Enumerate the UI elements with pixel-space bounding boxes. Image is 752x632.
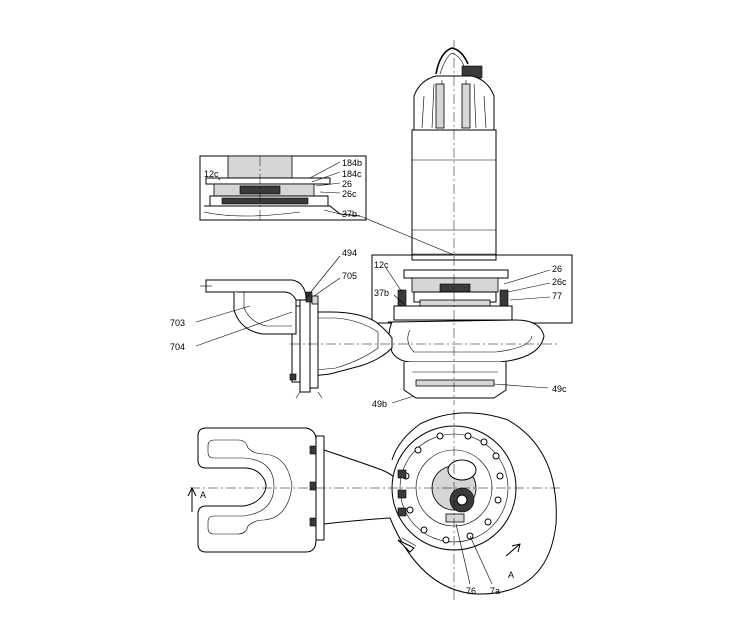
label-section-a-left: A (200, 490, 206, 500)
discharge-pipe (289, 291, 393, 399)
callout-labels: 184b 184c 26 26c 12c 37b 494 705 703 704… (170, 158, 567, 596)
guide-bracket (200, 279, 307, 335)
label-26c: 26c (552, 277, 567, 287)
label-705: 705 (342, 271, 357, 281)
label-37b-inset: 37b (342, 209, 357, 219)
pump-seal-section (371, 254, 573, 324)
label-12c: 12c (374, 260, 389, 270)
label-7a: 7a (490, 586, 500, 596)
label-77: 77 (552, 291, 562, 301)
label-49b: 49b (372, 399, 387, 409)
label-37b: 37b (374, 288, 389, 298)
label-76: 76 (466, 586, 476, 596)
label-704: 704 (170, 342, 185, 352)
label-26: 26 (552, 264, 562, 274)
plan-view (187, 410, 560, 600)
detail-inset (199, 155, 367, 221)
label-12c-inset: 12c (204, 169, 219, 179)
label-26-inset: 26 (342, 179, 352, 189)
pump-volute (388, 319, 545, 399)
label-494: 494 (342, 248, 357, 258)
leader-lines (195, 215, 551, 585)
label-section-a-right: A (508, 570, 514, 580)
label-49c: 49c (552, 384, 567, 394)
label-184c: 184c (342, 169, 362, 179)
label-703: 703 (170, 318, 185, 328)
label-26c-inset: 26c (342, 189, 357, 199)
label-184b: 184b (342, 158, 362, 168)
